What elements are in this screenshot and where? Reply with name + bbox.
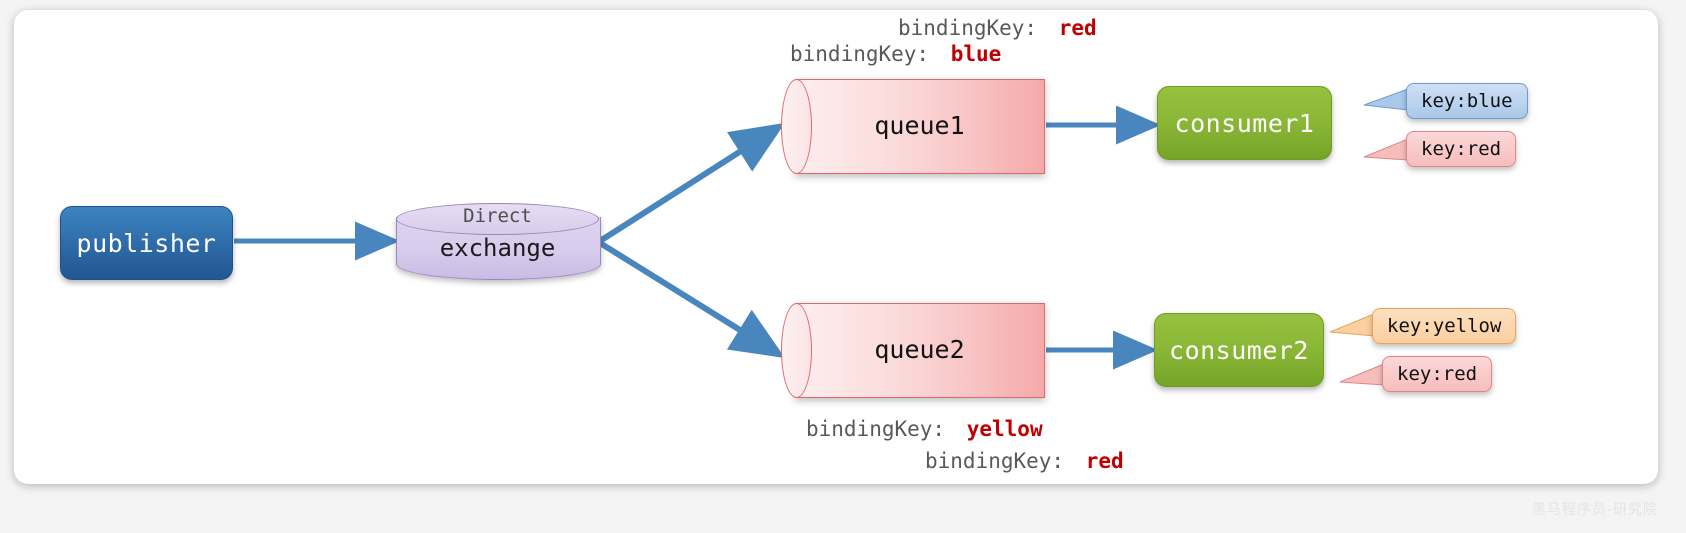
consumer1-label: consumer1 [1174, 108, 1315, 138]
queue1-node[interactable]: queue1 [781, 79, 1045, 174]
exchange-name-label: exchange [439, 234, 556, 262]
consumer2-label: consumer2 [1169, 335, 1309, 365]
publisher-label: publisher [76, 228, 217, 258]
binding-key-value: blue [950, 42, 1002, 66]
queue1-label: queue1 [874, 111, 965, 140]
queue2-label: queue2 [874, 335, 965, 364]
queue1-cylinder-cap [781, 79, 812, 174]
queue1-cylinder-body [795, 79, 1045, 174]
binding-key-value: yellow [966, 417, 1043, 441]
callout-bubble: key:red [1382, 356, 1493, 392]
consumer2-node[interactable]: consumer2 [1154, 313, 1324, 387]
callout-bubble: key:blue [1406, 83, 1528, 119]
arrow-exchange-to-queue1 [598, 122, 786, 244]
binding-key-prefix: bindingKey: [790, 42, 930, 66]
binding-key-prefix: bindingKey: [898, 16, 1038, 40]
binding-key-prefix: bindingKey: [806, 417, 946, 441]
binding-key-value: red [1085, 449, 1124, 473]
consumer1-node[interactable]: consumer1 [1157, 86, 1332, 160]
queue2-node[interactable]: queue2 [781, 303, 1045, 398]
binding-key-queue1-red: bindingKey: red [898, 16, 1097, 40]
binding-key-value: red [1058, 16, 1097, 40]
binding-key-queue2-yellow: bindingKey: yellow [806, 417, 1043, 441]
exchange-cylinder-top [396, 203, 599, 235]
publisher-node[interactable]: publisher [60, 206, 233, 280]
queue2-cylinder-body [795, 303, 1045, 398]
binding-key-queue2-red: bindingKey: red [925, 449, 1124, 473]
queue2-cylinder-cap [781, 303, 812, 398]
exchange-node[interactable]: Direct exchange [396, 203, 601, 280]
exchange-type-label: Direct [463, 205, 532, 227]
binding-key-queue1-blue: bindingKey: blue [790, 42, 1001, 66]
callout-bubble: key:yellow [1372, 308, 1517, 344]
callout-bubble: key:red [1406, 131, 1517, 167]
binding-key-prefix: bindingKey: [925, 449, 1065, 473]
arrow-exchange-to-queue2 [598, 240, 786, 359]
watermark: 黑马程序员-研究院 [1531, 502, 1658, 518]
